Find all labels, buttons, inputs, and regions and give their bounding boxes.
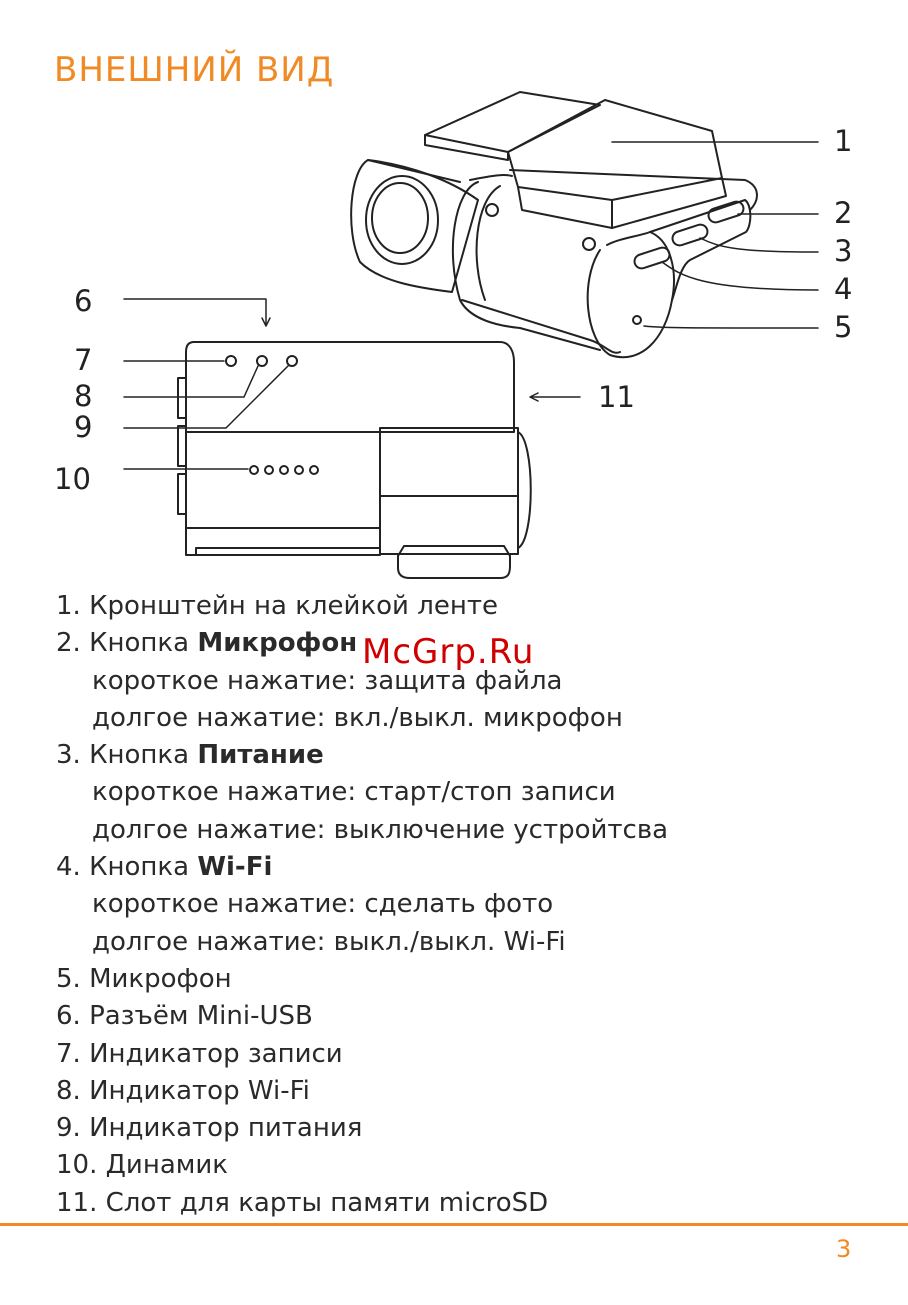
page-number: 3 <box>836 1235 852 1263</box>
callout-4: 4 <box>834 272 853 306</box>
watermark: McGrp.Ru <box>362 632 535 672</box>
callout-5: 5 <box>834 310 853 344</box>
list-item-detail: долгое нажатие: выкл./выкл. Wi-Fi <box>92 926 566 957</box>
camera-front-illustration <box>123 298 581 579</box>
device-diagram <box>123 91 819 579</box>
list-item-detail: короткое нажатие: старт/стоп записи <box>92 777 616 808</box>
list-item: 3. Кнопка Питание <box>56 740 324 771</box>
callout-11: 11 <box>598 380 635 414</box>
parts-list: 1. Кронштейн на клейкой ленте 2. Кнопка … <box>56 588 668 1222</box>
callout-9: 9 <box>74 410 93 444</box>
list-item: 11. Слот для карты памяти microSD <box>56 1187 549 1218</box>
list-item: 7. Индикатор записи <box>56 1038 343 1069</box>
footer-divider <box>0 1223 908 1226</box>
callout-8: 8 <box>74 379 93 413</box>
list-item: 9. Индикатор питания <box>56 1113 363 1144</box>
list-item-detail: долгое нажатие: выключение устройтсва <box>92 814 669 845</box>
list-item-detail: долгое нажатие: вкл./выкл. микрофон <box>92 702 623 733</box>
page-heading: ВНЕШНИЙ ВИД <box>54 50 335 90</box>
list-item-detail: короткое нажатие: сделать фото <box>92 889 554 920</box>
list-item: 5. Микрофон <box>56 963 232 994</box>
list-item-detail: короткое нажатие: защита файла <box>92 665 563 696</box>
list-item: 2. Кнопка Микрофон <box>56 628 358 659</box>
list-item: 8. Индикатор Wi-Fi <box>56 1075 310 1106</box>
list-item: 4. Кнопка Wi-Fi <box>56 852 273 883</box>
callout-1: 1 <box>834 124 853 158</box>
list-item: 1. Кронштейн на клейкой ленте <box>56 591 498 621</box>
callout-7: 7 <box>74 343 93 377</box>
callout-2: 2 <box>834 196 853 230</box>
callout-3: 3 <box>834 234 853 268</box>
list-item: 10. Динамик <box>56 1150 228 1181</box>
callout-6: 6 <box>74 284 93 318</box>
callout-10: 10 <box>54 462 91 496</box>
list-item: 6. Разъём Mini-USB <box>56 1001 313 1032</box>
camera-3d-illustration <box>350 91 819 359</box>
